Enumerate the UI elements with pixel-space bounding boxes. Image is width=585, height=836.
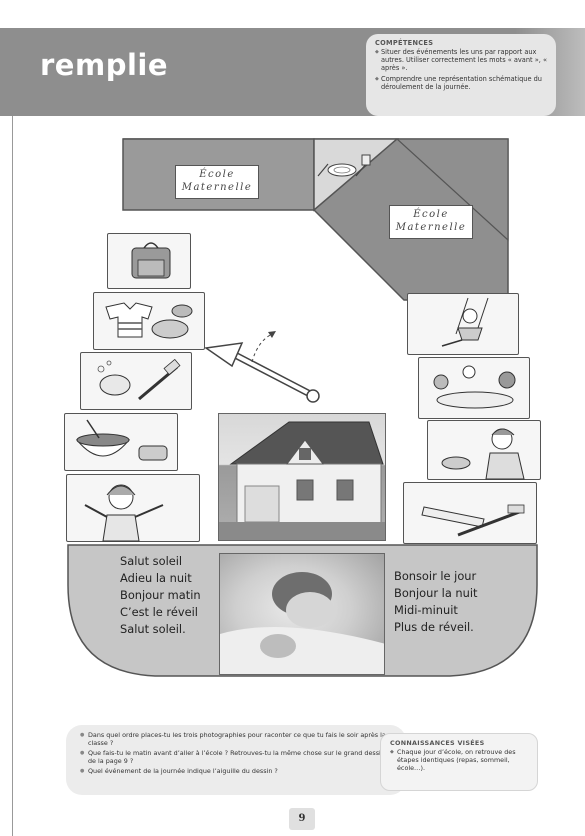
card-washing	[427, 420, 541, 480]
school-label-word: École	[413, 209, 449, 220]
school-label-right: École Maternelle	[389, 205, 473, 239]
evening-poem: Bonsoir le jour Bonjour la nuit Midi-min…	[394, 568, 478, 636]
poem-line: Salut soleil	[120, 554, 183, 568]
card-family-meal	[418, 357, 530, 419]
question-item: Que fais-tu le matin avant d’aller à l’é…	[80, 749, 394, 765]
card-schoolbag	[107, 233, 191, 289]
competences-box: COMPÉTENCES Situer des événements les un…	[366, 34, 556, 116]
poem-line: Midi-minuit	[394, 603, 458, 617]
competence-item: Situer des événements les uns par rappor…	[375, 48, 547, 72]
swing-icon	[441, 297, 489, 347]
poem-line: Bonjour la nuit	[394, 586, 478, 600]
question-item: Dans quel ordre places-tu les trois phot…	[80, 731, 394, 747]
poem-line: Plus de réveil.	[394, 620, 474, 634]
questions-box: Dans quel ordre places-tu les trois phot…	[66, 725, 406, 795]
question-item: Quel événement de la journée indique l’a…	[80, 767, 394, 775]
sleeping-child-illustration	[220, 572, 384, 674]
card-breakfast-bowl	[64, 413, 178, 471]
school-label-word: Maternelle	[395, 222, 467, 233]
family-meal-icon	[433, 365, 516, 409]
competences-title: COMPÉTENCES	[375, 39, 434, 47]
house-illustration	[219, 421, 385, 540]
poem-line: Adieu la nuit	[120, 571, 192, 585]
page-title: remplie	[40, 48, 168, 82]
clothes-icon	[105, 302, 193, 339]
card-swing	[407, 293, 519, 355]
lunch-plate-icon	[317, 154, 371, 177]
waking-child-icon	[84, 484, 164, 542]
school-label-left: École Maternelle	[175, 165, 259, 199]
competence-item: Comprendre une représentation schématiqu…	[375, 75, 547, 91]
connaissances-title: CONNAISSANCES VISÉES	[390, 739, 485, 747]
poem-line: Salut soleil.	[120, 622, 186, 636]
washing-icon	[441, 428, 525, 480]
clock-hand-arrow	[203, 331, 320, 403]
morning-poem: Salut soleil Adieu la nuit Bonjour matin…	[120, 553, 201, 638]
page-number: 9	[289, 808, 315, 830]
connaissances-item: Chaque jour d’école, on retrouve des éta…	[390, 748, 528, 772]
schoolbag-icon	[131, 242, 171, 279]
soap-toothbrush-icon	[97, 358, 181, 401]
connaissances-box: CONNAISSANCES VISÉES Chaque jour d’école…	[380, 733, 538, 791]
school-block	[122, 138, 509, 301]
card-toothpaste	[403, 482, 537, 544]
poem-line: C’est le réveil	[120, 605, 198, 619]
school-label-word: École	[199, 169, 235, 180]
card-clothes	[93, 292, 205, 350]
card-soap-toothbrush	[80, 352, 192, 410]
card-wake-up-child	[66, 474, 200, 542]
sleeping-child-photo	[219, 553, 385, 675]
house-photo	[218, 413, 386, 541]
breakfast-bowl-icon	[75, 419, 168, 461]
school-label-word: Maternelle	[181, 182, 253, 193]
poem-line: Bonjour matin	[120, 588, 201, 602]
toothpaste-icon	[421, 504, 525, 537]
poem-line: Bonsoir le jour	[394, 569, 477, 583]
